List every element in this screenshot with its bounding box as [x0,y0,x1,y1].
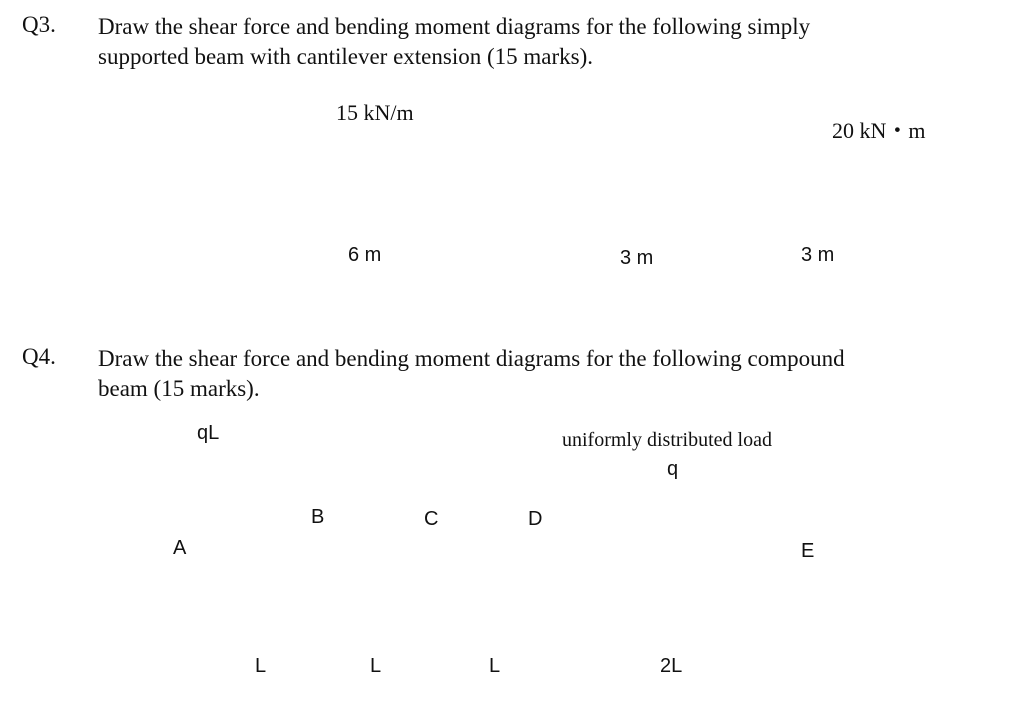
q4-dim-l-1: L [253,655,269,678]
q3-dimension-3m-a: 3 m [620,247,654,269]
q4-node-b: B [311,506,325,528]
q4-dim-l-3: L [487,655,503,678]
q4-udl-arrows [555,490,795,534]
q3-pin-support [672,196,764,262]
q3-number: Q3. [22,12,56,37]
q4-dim-2l: 2L [658,655,685,678]
q4-dim-l-2: L [368,655,384,678]
q4-text-line-2: beam (15 marks). [98,376,260,401]
q4-text-line-1: Draw the shear force and bending moment … [98,346,845,371]
q4-beam-right [565,536,785,566]
q4-point-load-label: qL [197,422,220,444]
q4-support-e [759,564,814,618]
q4-point-load-arrowhead [201,455,217,472]
q3-question-text: Draw the shear force and bending moment … [98,12,1012,72]
q3-distributed-load-label: 15 kN/m [336,100,414,125]
q3-dimension-6m: 6 m [348,244,382,266]
q4-beam-left [206,536,548,566]
q3-dimensions [176,250,894,296]
q4-node-a: A [173,537,187,559]
q4-question-text: Draw the shear force and bending moment … [98,344,1012,404]
q3-moment-arrows [854,137,933,239]
q4-number: Q4. [22,344,56,369]
q4-support-b [292,564,349,604]
q4-node-c: C [424,508,439,530]
q3-figure [140,135,933,296]
q4-udl-caption: uniformly distributed load [562,429,772,451]
q4-hinge-d [547,541,565,559]
q3-text-line-1: Draw the shear force and bending moment … [98,14,811,39]
q3-load-arrows [176,136,547,174]
q4-figure [201,455,814,690]
q3-moment-label: 20 kN・m [832,118,926,143]
q3-roller-support [140,197,230,260]
q4-node-d: D [528,508,543,530]
q4-udl-symbol: q [667,458,679,480]
q3-dimension-3m-b: 3 m [801,244,835,266]
q3-beam [175,175,895,203]
q3-text-line-2: supported beam with cantilever extension… [98,44,593,69]
q4-node-e: E [801,540,815,562]
q4-support-c [408,564,463,618]
